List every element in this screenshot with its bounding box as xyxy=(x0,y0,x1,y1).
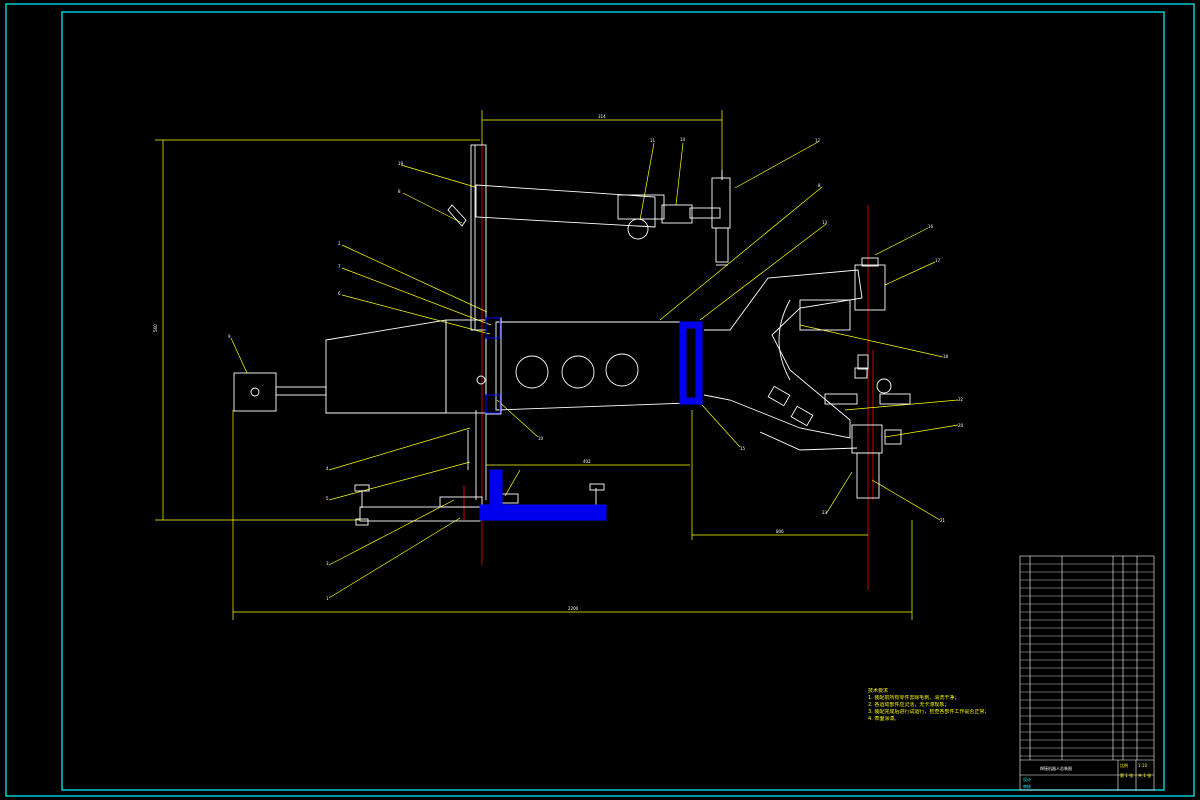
balloon: 18 xyxy=(943,354,949,359)
balloon-labels: 19 8 11 14 12 8 7 6 9 5 4 3 1 2 10 16 13… xyxy=(228,137,964,601)
note-line: 3. 装配完成后进行试运行，检查各部件工作是否正常； xyxy=(868,709,990,715)
balloon: 5 xyxy=(326,496,329,501)
note-line: 2. 各运动部件应灵活，无卡滞现象； xyxy=(868,702,950,708)
designer-label: 设计 xyxy=(1023,776,1031,782)
balloon: 13 xyxy=(822,220,828,225)
sheet-label: 第 1 张 xyxy=(1120,772,1133,778)
balloon: 19 xyxy=(398,161,404,166)
balloon: 7 xyxy=(338,264,341,269)
dim-text: 2200 xyxy=(568,606,579,611)
balloon: 14 xyxy=(680,137,686,142)
balloon: 12 xyxy=(815,138,821,143)
note-line: 4. 表面涂漆。 xyxy=(868,716,900,722)
balloon: 16 xyxy=(928,224,934,229)
balloon: 10 xyxy=(538,436,544,441)
balloon: 11 xyxy=(650,138,656,143)
notes-title: 技术要求 xyxy=(868,688,889,694)
technical-notes: 技术要求 1. 装配前所有零件去除毛刺、清洗干净； 2. 各运动部件应灵活，无卡… xyxy=(868,688,1008,723)
balloon: 20 xyxy=(958,423,964,428)
scale-value: 1:10 xyxy=(1138,763,1147,768)
balloon: 1 xyxy=(326,596,329,601)
balloon: 15 xyxy=(740,446,746,451)
balloon: 23 xyxy=(822,510,828,515)
dim-text: 314 xyxy=(598,114,606,119)
balloon: 22 xyxy=(958,397,964,402)
inner-frame xyxy=(61,11,1165,791)
dim-text: 402 xyxy=(583,459,591,464)
balloon: 17 xyxy=(935,258,941,263)
balloon: 8 xyxy=(818,183,821,188)
balloon: 4 xyxy=(326,466,329,471)
scale-label: 比例 xyxy=(1120,762,1128,768)
title-block-rows xyxy=(1020,563,1154,757)
sheets-label: 共 1 张 xyxy=(1138,772,1151,778)
balloon: 6 xyxy=(338,291,341,296)
balloon: 3 xyxy=(326,561,329,566)
note-line: 1. 装配前所有零件去除毛刺、清洗干净； xyxy=(868,695,960,701)
dimension-lines xyxy=(155,110,959,620)
dimension-labels: 314 560 402 806 2200 xyxy=(153,114,784,611)
balloon: 9 xyxy=(228,334,231,339)
outer-frame xyxy=(5,3,1195,797)
dim-text: 560 xyxy=(153,324,158,332)
balloon: 8 xyxy=(398,189,401,194)
highlighted-parts xyxy=(479,317,703,521)
drawing-title: 焊接机器人总装图 xyxy=(1040,765,1072,771)
balloon: 21 xyxy=(940,518,946,523)
reviewer-label: 审核 xyxy=(1023,783,1031,789)
title-block xyxy=(1019,555,1155,791)
title-block-labels: 焊接机器人总装图 比例 1:10 第 1 张 共 1 张 设计 审核 xyxy=(1023,762,1151,789)
dim-text: 806 xyxy=(776,529,784,534)
balloon: 2 xyxy=(338,241,341,246)
